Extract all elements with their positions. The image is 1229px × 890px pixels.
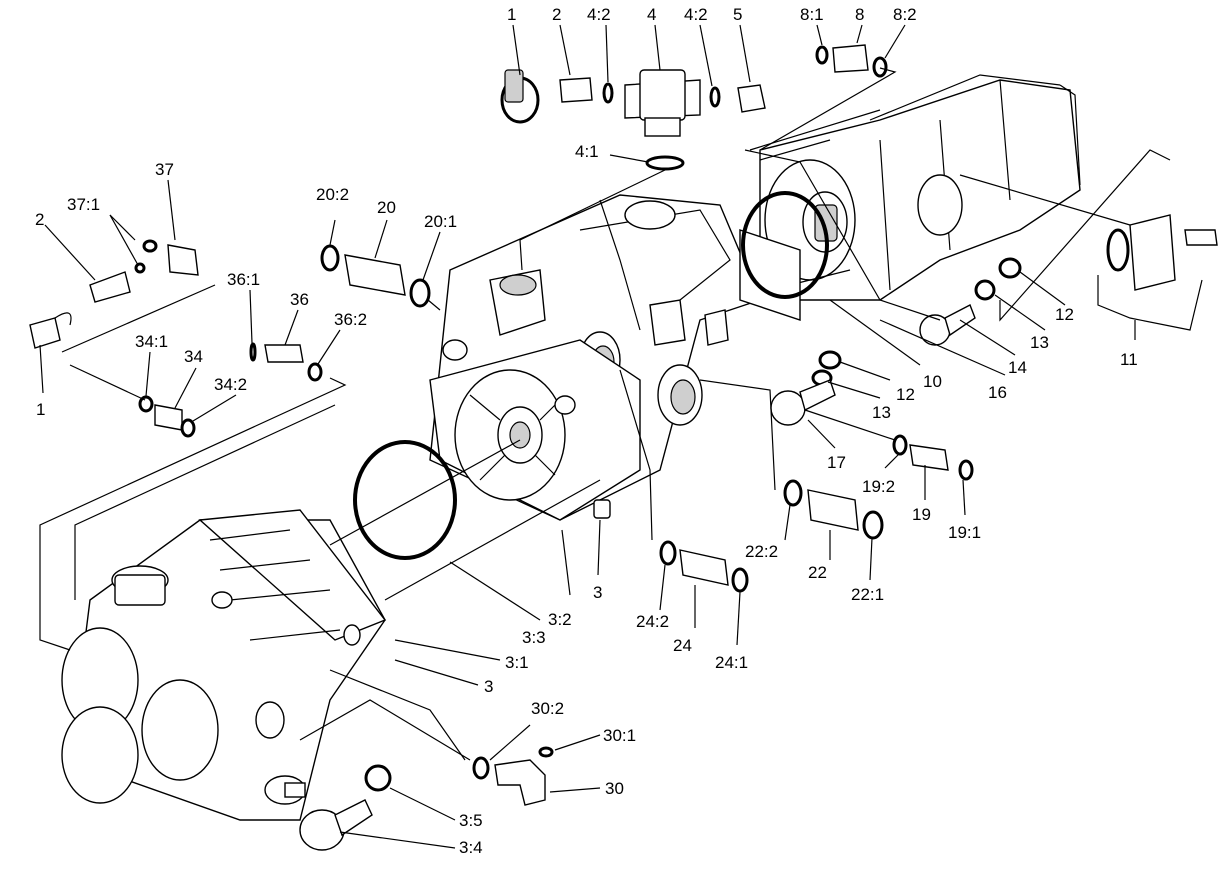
label-3-left: 3: [484, 677, 493, 696]
label-1-left: 1: [36, 400, 45, 419]
label-14: 14: [1008, 358, 1027, 377]
label-22: 22: [808, 563, 827, 582]
label-8-1: 8:1: [800, 5, 824, 24]
label-3-3: 3:3: [522, 628, 546, 647]
label-20-2: 20:2: [316, 185, 349, 204]
label-1-top: 1: [507, 5, 516, 24]
label-2-top: 2: [552, 5, 561, 24]
label-3-2: 3:2: [548, 610, 572, 629]
label-8: 8: [855, 5, 864, 24]
label-22-2: 22:2: [745, 542, 778, 561]
label-34-2: 34:2: [214, 375, 247, 394]
label-22-1: 22:1: [851, 585, 884, 604]
label-30-1: 30:1: [603, 726, 636, 745]
label-36-1: 36:1: [227, 270, 260, 289]
label-3-5: 3:5: [459, 811, 483, 830]
label-3-4: 3:4: [459, 838, 483, 857]
label-3-right: 3: [593, 583, 602, 602]
label-19: 19: [912, 505, 931, 524]
label-10: 10: [923, 372, 942, 391]
label-20-1: 20:1: [424, 212, 457, 231]
leader-lines: [39, 24, 1203, 849]
label-4-2-a: 4:2: [587, 5, 611, 24]
label-4-2-b: 4:2: [684, 5, 708, 24]
label-12-lower: 12: [896, 385, 915, 404]
label-4-1: 4:1: [575, 142, 599, 161]
label-5: 5: [733, 5, 742, 24]
label-36: 36: [290, 290, 309, 309]
rear-gear-pump: [759, 74, 1081, 301]
label-37: 37: [155, 160, 174, 179]
label-34-1: 34:1: [135, 332, 168, 351]
label-3-1: 3:1: [505, 653, 529, 672]
label-12-upper: 12: [1055, 305, 1074, 324]
label-2-left: 2: [35, 210, 44, 229]
label-24-2: 24:2: [636, 612, 669, 631]
label-4: 4: [647, 5, 656, 24]
label-19-2: 19:2: [862, 477, 895, 496]
label-8-2: 8:2: [893, 5, 917, 24]
label-19-1: 19:1: [948, 523, 981, 542]
main-pump-body: [429, 194, 801, 521]
label-24-1: 24:1: [715, 653, 748, 672]
label-30: 30: [605, 779, 624, 798]
label-24: 24: [673, 636, 692, 655]
label-16: 16: [988, 383, 1007, 402]
label-13-lower: 13: [872, 403, 891, 422]
label-17: 17: [827, 453, 846, 472]
small-parts: [29, 44, 1218, 851]
label-36-2: 36:2: [334, 310, 367, 329]
label-37-1: 37:1: [67, 195, 100, 214]
label-13-upper: 13: [1030, 333, 1049, 352]
label-30-2: 30:2: [531, 699, 564, 718]
part-labels: 1 2 4:2 4 4:2 5 8:1 8 8:2 4:1 37 37:1 2 …: [35, 5, 1138, 857]
label-20: 20: [377, 198, 396, 217]
front-pump: [61, 509, 387, 821]
label-34: 34: [184, 347, 203, 366]
label-11: 11: [1120, 350, 1138, 369]
